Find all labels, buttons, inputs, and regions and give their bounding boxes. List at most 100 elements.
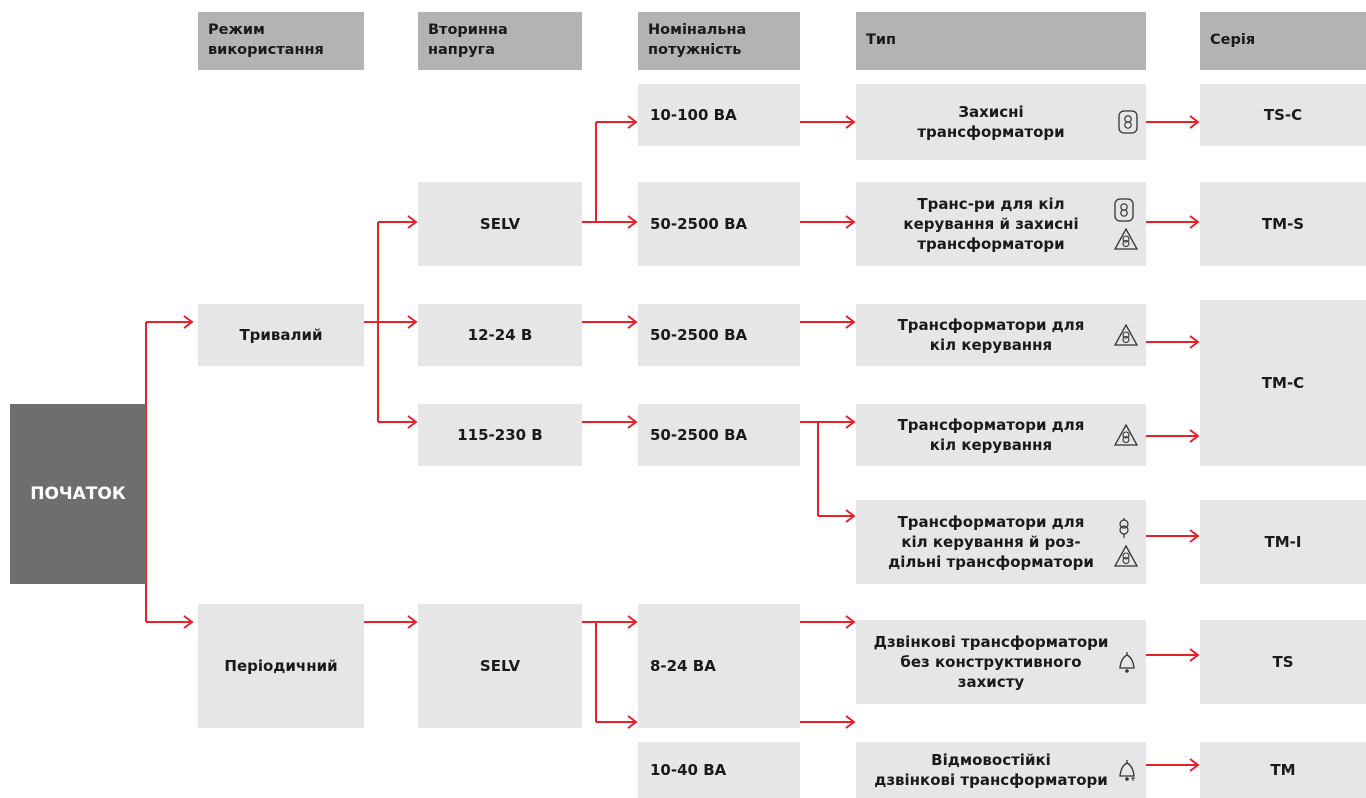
arrow-to-50-2500-a	[596, 215, 638, 229]
bell-icon	[1119, 652, 1135, 673]
type-bell-label: Дзвінкові трансформатори без конструктив…	[873, 632, 1109, 692]
arrow-to-type-4	[818, 415, 856, 429]
mode-periodic: Періодичний	[198, 604, 364, 728]
power-10-40: 10-40 ВА	[638, 742, 800, 798]
header-power-label: Номінальна потужність	[648, 22, 747, 58]
header-type: Тип	[856, 12, 1146, 70]
series-tm-i: TM-I	[1200, 500, 1366, 584]
power-8-24-label: 8-24 ВА	[650, 656, 716, 675]
series-ts-label: TS	[1272, 652, 1294, 671]
type-control-protective-label: Транс-ри для кіл керування й захисні тра…	[903, 194, 1079, 254]
type-protective: Захисні трансформатори	[856, 84, 1146, 160]
power-10-40-label: 10-40 ВА	[650, 760, 727, 779]
arrow-to-tm-s	[1146, 215, 1200, 229]
transformer-triangle-icon	[1114, 424, 1138, 446]
transformer-triangle-icon	[1114, 228, 1138, 250]
arrow-to-selv-2	[364, 615, 418, 629]
type-bell-failsafe: Відмовостійкі дзвінкові трансформатори	[856, 742, 1146, 798]
voltage-12-24: 12-24 В	[418, 304, 582, 366]
series-ts-c: TS-C	[1200, 84, 1366, 146]
arrow-to-tm	[1146, 758, 1200, 772]
header-voltage: Вторинна напруга	[418, 12, 582, 70]
arrow-to-tm-c-1	[1146, 335, 1200, 349]
series-tm-c: TM-C	[1200, 300, 1366, 466]
type-control-protective: Транс-ри для кіл керування й захисні тра…	[856, 182, 1146, 266]
arrow-to-tm-i	[1146, 529, 1200, 543]
mode-continuous: Тривалий	[198, 304, 364, 366]
type-protective-label: Захисні трансформатори	[917, 102, 1065, 141]
arrow-to-selv-1	[378, 215, 418, 229]
arrow-to-50-2500-c	[582, 415, 638, 429]
series-tm-label: TM	[1270, 760, 1296, 779]
type-control-2-label: Трансформатори для кіл керування	[897, 415, 1085, 454]
connector-power-c-trunk	[800, 421, 819, 516]
header-series-label: Серія	[1210, 32, 1256, 49]
double-insulation-icon	[1114, 198, 1134, 222]
transformer-triangle-icon	[1114, 545, 1138, 567]
arrow-to-continuous	[146, 315, 194, 329]
voltage-selv-2-label: SELV	[479, 656, 521, 675]
power-50-2500-a: 50-2500 ВА	[638, 182, 800, 266]
arrow-to-type-3	[800, 315, 856, 329]
arrow-to-10-100	[596, 115, 638, 129]
arrow-to-115-230	[378, 415, 418, 429]
voltage-selv-1: SELV	[418, 182, 582, 266]
type-bell-failsafe-label: Відмовостійкі дзвінкові трансформатори	[874, 750, 1108, 789]
arrow-to-periodic	[146, 615, 194, 629]
mode-periodic-label: Періодичний	[224, 656, 338, 675]
connector-continuous-trunk	[364, 222, 379, 422]
header-mode-label: Режим використання	[208, 22, 324, 58]
series-tm-c-label: TM-C	[1261, 373, 1305, 392]
arrow-to-ts-c	[1146, 115, 1200, 129]
series-tm-s: TM-S	[1200, 182, 1366, 266]
arrow-to-type-2	[800, 215, 856, 229]
power-8-24: 8-24 ВА	[638, 604, 800, 728]
double-insulation-icon	[1118, 110, 1138, 134]
voltage-12-24-label: 12-24 В	[467, 325, 533, 344]
isolating-transformer-icon	[1119, 518, 1129, 538]
failsafe-bell-icon	[1119, 760, 1135, 781]
arrow-to-50-2500-b	[582, 315, 638, 329]
type-control-1-label: Трансформатори для кіл керування	[897, 315, 1085, 354]
power-50-2500-c: 50-2500 ВА	[638, 404, 800, 466]
power-10-100: 10-100 ВА	[638, 84, 800, 146]
arrow-to-10-40	[596, 715, 638, 729]
header-power: Номінальна потужність	[638, 12, 800, 70]
header-type-label: Тип	[866, 32, 897, 49]
power-50-2500-a-label: 50-2500 ВА	[650, 214, 748, 233]
arrow-to-ts	[1146, 648, 1200, 662]
mode-continuous-label: Тривалий	[239, 325, 323, 344]
type-control-1: Трансформатори для кіл керування	[856, 304, 1146, 366]
voltage-selv-1-label: SELV	[479, 214, 521, 233]
type-control-2: Трансформатори для кіл керування	[856, 404, 1146, 466]
voltage-selv-2: SELV	[418, 604, 582, 728]
arrow-to-12-24	[378, 315, 418, 329]
start-node: ПОЧАТОК	[10, 404, 146, 584]
arrow-to-type-7	[800, 715, 856, 729]
type-control-isolating: Трансформатори для кіл керування й роз- …	[856, 500, 1146, 584]
arrow-to-type-1	[800, 115, 856, 129]
header-mode: Режим використання	[198, 12, 364, 70]
arrow-to-tm-c-2	[1146, 429, 1200, 443]
connector-selv1-trunk	[582, 122, 597, 223]
arrow-to-8-24	[596, 615, 638, 629]
type-control-isolating-label: Трансформатори для кіл керування й роз- …	[888, 512, 1094, 572]
start-label: ПОЧАТОК	[30, 483, 126, 504]
arrow-to-type-6	[800, 615, 856, 629]
power-50-2500-b: 50-2500 ВА	[638, 304, 800, 366]
connector-selv2-trunk	[582, 621, 597, 722]
transformer-triangle-icon	[1114, 324, 1138, 346]
series-ts-c-label: TS-C	[1263, 105, 1303, 124]
type-bell: Дзвінкові трансформатори без конструктив…	[856, 620, 1146, 704]
voltage-115-230: 115-230 В	[418, 404, 582, 466]
power-50-2500-c-label: 50-2500 ВА	[650, 425, 748, 444]
header-series: Серія	[1200, 12, 1366, 70]
series-tm-s-label: TM-S	[1261, 214, 1305, 233]
series-ts: TS	[1200, 620, 1366, 704]
series-tm-i-label: TM-I	[1264, 532, 1302, 551]
power-10-100-label: 10-100 ВА	[650, 105, 737, 124]
power-50-2500-b-label: 50-2500 ВА	[650, 325, 748, 344]
series-tm: TM	[1200, 742, 1366, 798]
voltage-115-230-label: 115-230 В	[457, 425, 543, 444]
